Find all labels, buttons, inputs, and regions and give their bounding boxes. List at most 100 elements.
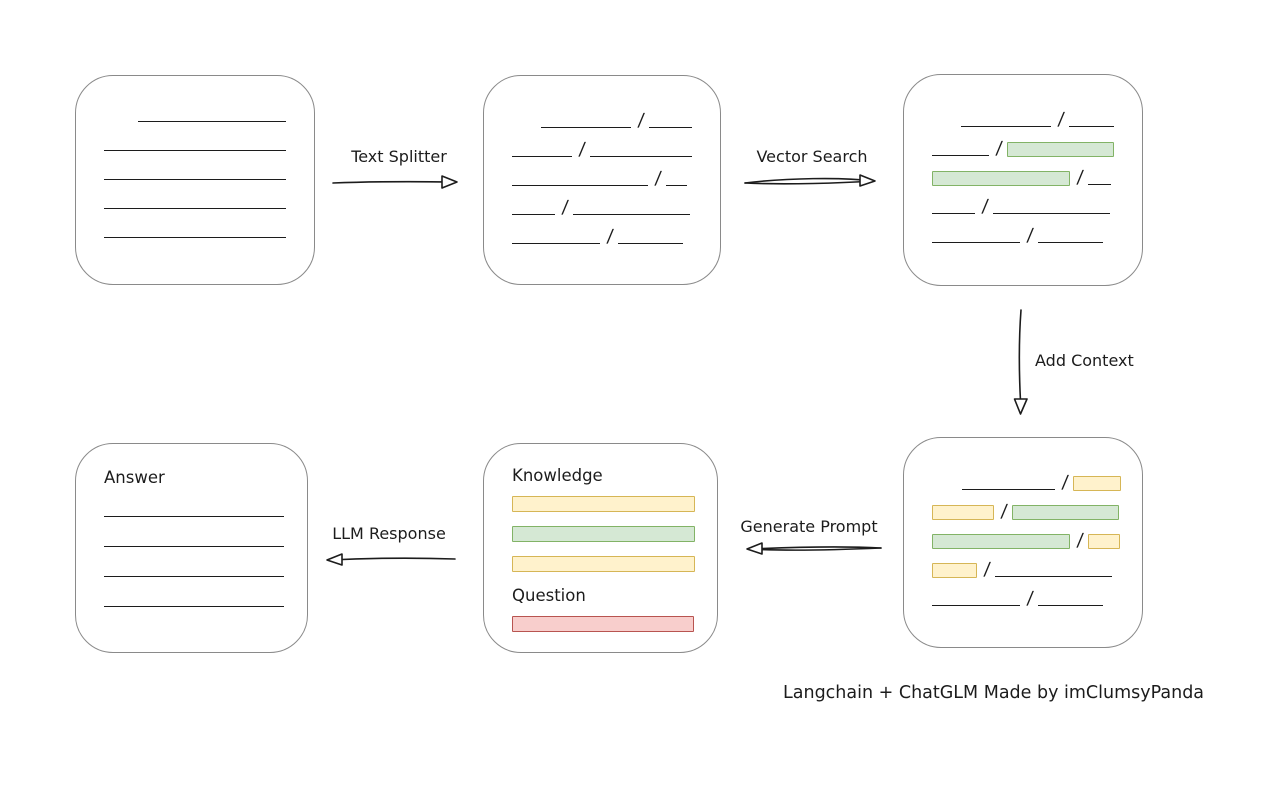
text-line (1088, 184, 1112, 185)
slash-separator: / (605, 226, 615, 247)
text-line (512, 243, 600, 244)
segment-row: / (932, 167, 1142, 188)
text-line (541, 127, 631, 128)
indent-gap (512, 128, 541, 129)
answer-label: Answer (104, 468, 165, 487)
segment-row: / (932, 138, 1142, 159)
segment-row: / (512, 139, 720, 160)
text-line (962, 489, 1055, 490)
yellow-chunk (512, 556, 695, 572)
segment-row (104, 164, 314, 181)
segment-row (104, 193, 314, 210)
text-line (104, 576, 284, 577)
text-splitter-arrow-right-icon (332, 175, 458, 189)
slash-separator: / (577, 139, 587, 160)
question-bar (512, 616, 717, 632)
text-line (104, 546, 284, 547)
llm-response-label: LLM Response (332, 524, 446, 543)
text-line (1069, 126, 1115, 127)
text-line (932, 213, 975, 214)
green-chunk (1007, 142, 1115, 157)
text-line (961, 126, 1051, 127)
text-line (104, 208, 286, 209)
text-line (993, 213, 1111, 214)
segment-row (512, 496, 717, 512)
text-line (995, 576, 1113, 577)
slash-separator: / (1075, 530, 1085, 551)
slash-separator: / (999, 501, 1009, 522)
prompt-box: Knowledge Question (483, 443, 718, 653)
segment-row: / (932, 501, 1142, 522)
knowledge-label: Knowledge (512, 466, 603, 485)
text-line (932, 155, 989, 156)
question-label: Question (512, 586, 586, 605)
llm-response-arrow-left-icon (326, 553, 456, 566)
split-chunks-lines: / / / / / (484, 76, 720, 247)
segment-row (104, 591, 307, 608)
green-chunk (932, 171, 1070, 186)
segment-row (512, 616, 717, 632)
text-line (573, 214, 691, 215)
text-line (590, 156, 693, 157)
segment-row: / (512, 110, 720, 131)
text-splitter-label: Text Splitter (351, 147, 447, 166)
split-chunks-box: / / / / / (483, 75, 721, 285)
text-line (1038, 605, 1104, 606)
add-context-arrow-down-icon (1013, 309, 1028, 415)
slash-separator: / (1025, 588, 1035, 609)
knowledge-bars (512, 496, 717, 572)
green-chunk (932, 534, 1070, 549)
yellow-chunk (932, 563, 977, 578)
text-line (104, 179, 286, 180)
slash-separator: / (653, 168, 663, 189)
yellow-chunk (932, 505, 994, 520)
text-line (512, 214, 555, 215)
text-line (932, 605, 1020, 606)
segment-row (104, 135, 314, 152)
segment-row (512, 526, 717, 542)
segment-row (104, 531, 307, 548)
add-context-label: Add Context (1035, 351, 1134, 370)
context-chunks-lines: / / / / / (904, 438, 1142, 609)
slash-separator: / (994, 138, 1004, 159)
slash-separator: / (982, 559, 992, 580)
text-line (104, 516, 284, 517)
segment-row: / (512, 168, 720, 189)
text-line (512, 156, 572, 157)
segment-row: / (932, 196, 1142, 217)
segment-row (512, 556, 717, 572)
text-line (104, 606, 284, 607)
slash-separator: / (1056, 109, 1066, 130)
document-box (75, 75, 315, 285)
green-chunk (512, 526, 695, 542)
red-chunk (512, 616, 694, 632)
text-line (932, 242, 1020, 243)
segment-row: / (932, 472, 1142, 493)
segment-row (104, 501, 307, 518)
segment-row (104, 106, 314, 123)
yellow-chunk (1073, 476, 1122, 491)
segment-row: / (512, 226, 720, 247)
vector-search-arrow-right-icon (744, 174, 876, 187)
segment-row: / (512, 197, 720, 218)
text-line (649, 127, 693, 128)
indent-gap (104, 122, 138, 123)
green-chunk (1012, 505, 1120, 520)
text-line (138, 121, 286, 122)
text-line (104, 237, 286, 238)
text-line (1038, 242, 1104, 243)
text-line (618, 243, 684, 244)
segment-row: / (932, 225, 1142, 246)
slash-separator: / (636, 110, 646, 131)
answer-lines (76, 488, 307, 608)
credit-caption: Langchain + ChatGLM Made by imClumsyPand… (783, 683, 1205, 703)
segment-row: / (932, 588, 1142, 609)
slash-separator: / (560, 197, 570, 218)
segment-row (104, 561, 307, 578)
segment-row (104, 222, 314, 239)
text-line (104, 150, 286, 151)
vector-search-label: Vector Search (756, 147, 868, 166)
answer-box: Answer (75, 443, 308, 653)
slash-separator: / (980, 196, 990, 217)
